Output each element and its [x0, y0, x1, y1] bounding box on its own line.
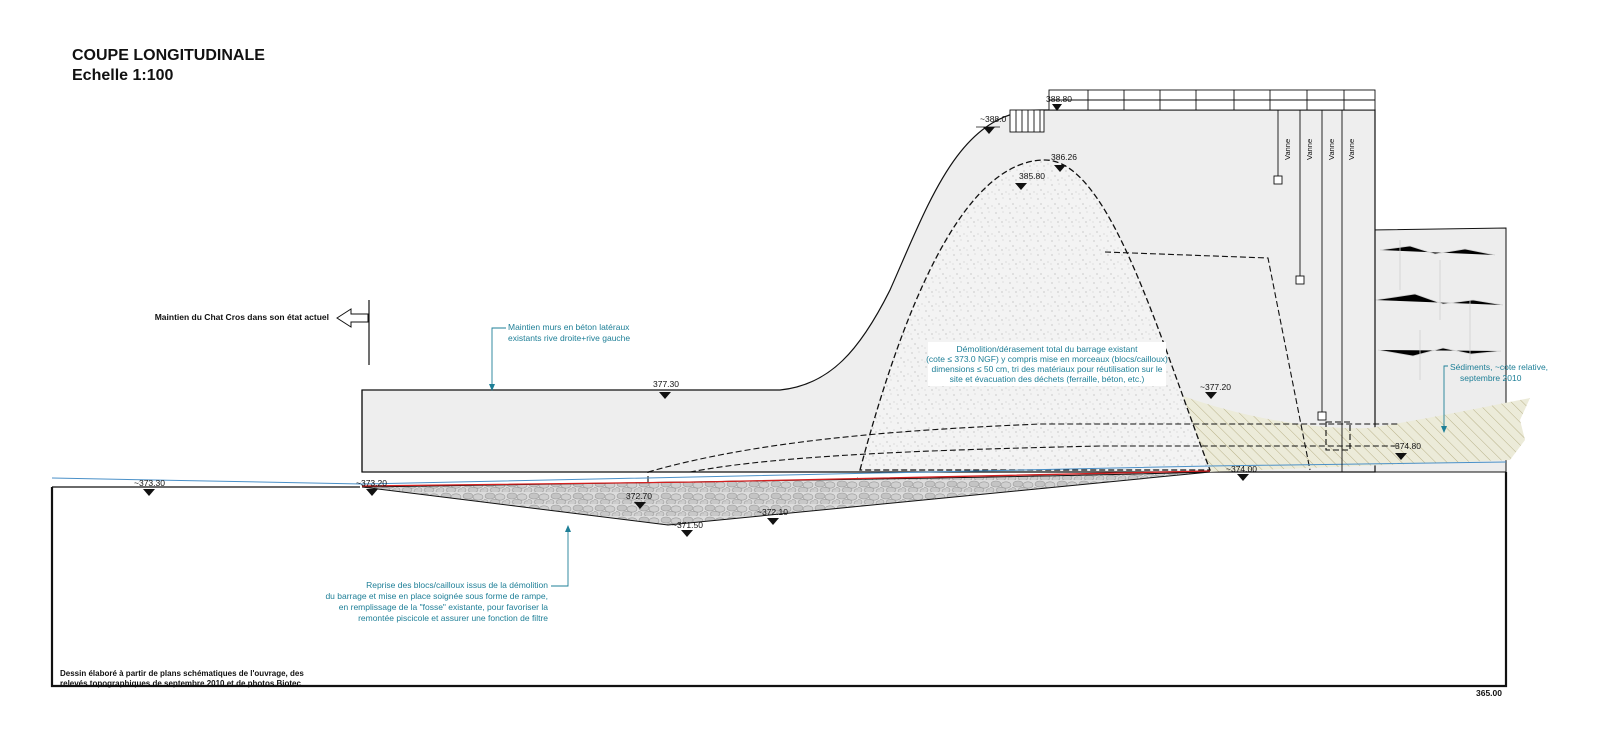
- note-reprise-line2: du barrage et mise en place soignée sous…: [325, 591, 548, 601]
- elev-373-30: ~373.30: [134, 478, 165, 488]
- riverbed-line: [361, 470, 1211, 487]
- note-murs-leader: [491, 327, 506, 390]
- footnote-line2: relevés topographiques de septembre 2010…: [60, 679, 302, 688]
- note-demolition-box: [928, 342, 1166, 386]
- note-reprise-leader: [551, 527, 569, 587]
- note-demolition-line3: dimensions ≤ 50 cm, tri des matériaux po…: [932, 364, 1163, 374]
- vanne-label-3: Vanne: [1327, 139, 1336, 160]
- section-frame: [50, 472, 1508, 688]
- vanne-label-4: Vanne: [1347, 139, 1356, 160]
- note-reprise-line4: remontée piscicole et assurer une foncti…: [358, 613, 548, 623]
- elev-374-80: ~374.80: [1390, 441, 1421, 451]
- elev-377-30: 377.30: [653, 379, 679, 389]
- elev-377-20: ~377.20: [1200, 382, 1231, 392]
- sediment-hatch: [1180, 395, 1530, 472]
- vanne-lines: [1273, 110, 1343, 472]
- wall-texture: [1374, 240, 1504, 380]
- elev-388-80: 388.80: [1046, 94, 1072, 104]
- note-demolition-line2: (cote ≤ 373.0 NGF) y compris mise en mor…: [926, 354, 1168, 364]
- elev-365-00: 365.00: [1476, 688, 1502, 698]
- existing-barrage-outline: [859, 159, 1211, 471]
- water-line: [51, 461, 1507, 485]
- note-sediments-leader: [1443, 365, 1448, 432]
- note-murs-arrow: [489, 384, 495, 391]
- vanne-label-2: Vanne: [1305, 139, 1314, 160]
- elev-386-26: 386.26: [1051, 152, 1077, 162]
- note-sediments-line2: septembre 2010: [1460, 373, 1522, 383]
- note-demolition-line1: Démolition/dérasement total du barrage e…: [957, 344, 1139, 354]
- elev-372-10: ~372.10: [757, 507, 788, 517]
- elevation-markers: [143, 104, 1407, 537]
- crest-railing: [1048, 89, 1376, 111]
- elev-385-80: 385.80: [1019, 171, 1045, 181]
- elev-388-0: ~388.0: [980, 114, 1007, 124]
- drawing-title: COUPE LONGITUDINALE: [72, 47, 265, 64]
- note-demolition-line4: site et évacuation des déchets (ferraill…: [950, 374, 1145, 384]
- left-arrow-icon: [336, 308, 369, 328]
- elev-371-50: ~371.50: [672, 520, 703, 530]
- drawing-scale: Echelle 1:100: [72, 67, 174, 84]
- note-reprise-arrow: [565, 525, 571, 532]
- note-sediments-line1: Sédiments, ~cote relative,: [1450, 362, 1548, 372]
- elev-374-00: ~374.00: [1226, 464, 1257, 474]
- note-reprise-line1: Reprise des blocs/cailloux issus de la d…: [366, 580, 548, 590]
- footnote-line1: Dessin élaboré à partir de plans schémat…: [60, 669, 304, 678]
- elev-372-70: 372.70: [626, 491, 652, 501]
- note-murs-line2: existants rive droite+rive gauche: [508, 333, 630, 343]
- note-murs-line1: Maintien murs en béton latéraux: [508, 322, 630, 332]
- maintien-chat-cros-label: Maintien du Chat Cros dans son état actu…: [155, 312, 329, 322]
- note-reprise-line3: en remplissage de la "fosse" existante, …: [339, 602, 548, 612]
- note-sediments-arrow: [1441, 426, 1447, 433]
- vanne-label-1: Vanne: [1283, 139, 1292, 160]
- stair-block: [1009, 109, 1045, 133]
- elev-373-20: ~373.20: [356, 478, 387, 488]
